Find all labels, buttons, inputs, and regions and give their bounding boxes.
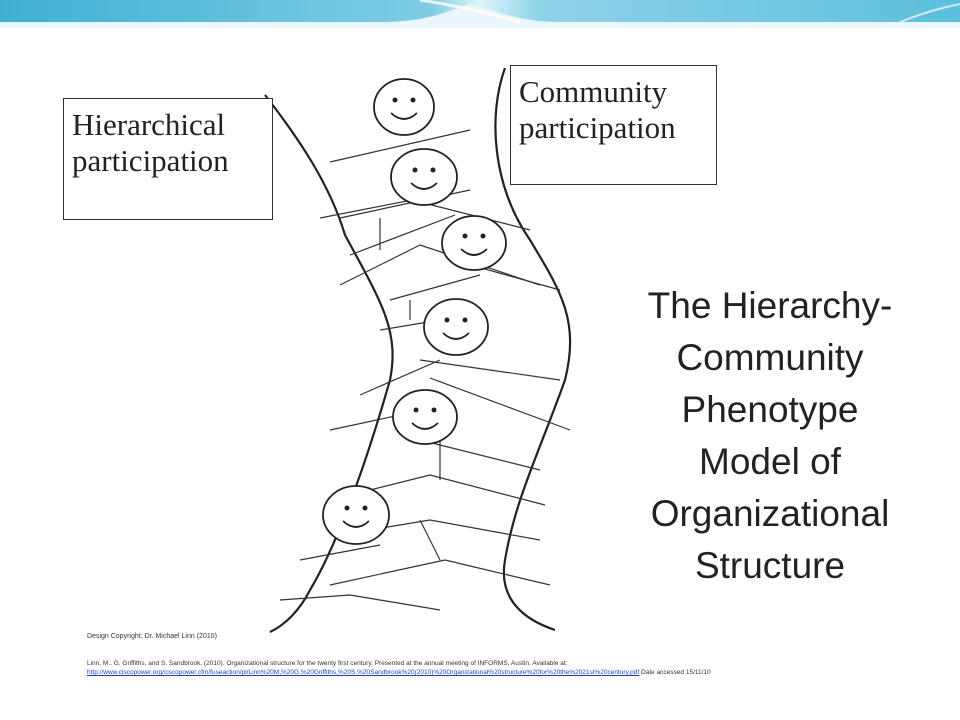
smiley-face-icon xyxy=(390,148,458,206)
smiley-faces xyxy=(322,78,507,545)
label-line: participation xyxy=(72,143,229,178)
smiley-face-icon xyxy=(441,215,507,271)
hierarchical-participation-label: Hierarchical participation xyxy=(63,98,273,220)
smiley-face-icon xyxy=(423,298,489,356)
label-line: participation xyxy=(519,110,676,145)
left-boundary-curve xyxy=(264,94,394,633)
reference-accessed: Date accessed 15/11/10 xyxy=(641,669,711,676)
title-line: Organizational xyxy=(650,493,890,534)
reference-citation: Linn, M., G. Griffiths, and S. Sandbrook… xyxy=(87,659,887,677)
model-title: The Hierarchy- Community Phenotype Model… xyxy=(620,280,920,592)
title-line: Structure xyxy=(694,545,846,586)
copyright-text: Design Copyright: Dr. Michael Linn (2010… xyxy=(87,633,217,640)
header-banner xyxy=(0,0,960,28)
reference-text: Linn, M., G. Griffiths, and S. Sandbrook… xyxy=(87,660,568,667)
smiley-face-icon xyxy=(392,389,458,445)
title-line: Model of xyxy=(699,441,841,482)
smiley-face-icon xyxy=(373,78,435,136)
community-participation-label: Community participation xyxy=(510,65,717,185)
title-line: Phenotype xyxy=(681,389,859,430)
title-line: Community xyxy=(676,337,864,378)
title-line: The Hierarchy- xyxy=(647,285,893,326)
smiley-face-icon xyxy=(322,485,390,545)
right-boundary-curve xyxy=(494,67,572,632)
reference-link[interactable]: http://www.ciscopower.org/ciscopower.cfm… xyxy=(87,669,640,676)
label-line: Community xyxy=(519,74,668,109)
label-line: Hierarchical xyxy=(72,107,226,142)
